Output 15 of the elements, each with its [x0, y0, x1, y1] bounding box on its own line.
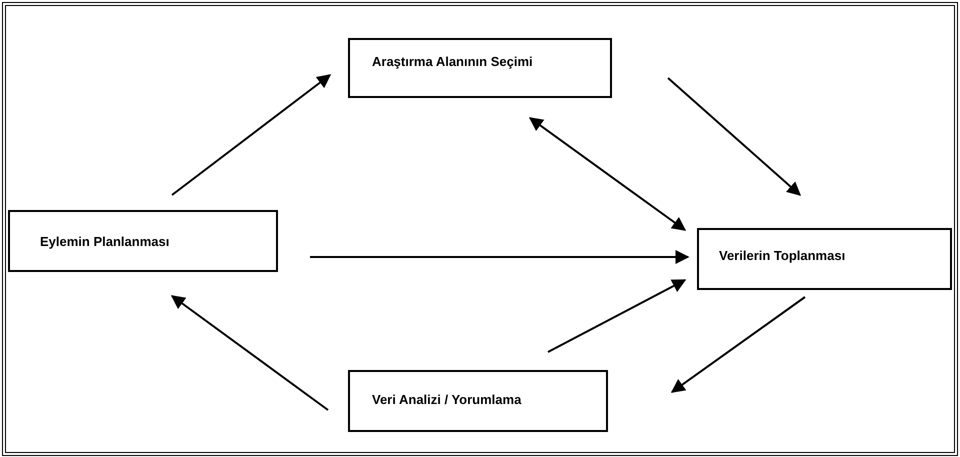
- process-box: [697, 228, 952, 290]
- arrow: [310, 250, 690, 264]
- arrow: [170, 295, 329, 411]
- process-box: [8, 210, 278, 272]
- process-box: [348, 370, 608, 432]
- arrow: [548, 279, 686, 353]
- box-label: Verilerin Toplanması: [719, 248, 846, 263]
- box-label: Eylemin Planlanması: [40, 234, 170, 249]
- arrow: [528, 117, 686, 231]
- box-label: Araştırma Alanının Seçimi: [372, 54, 533, 69]
- box-label: Veri Analizi / Yorumlama: [372, 392, 522, 407]
- arrow: [667, 77, 802, 196]
- arrow: [171, 74, 332, 196]
- arrow: [670, 296, 806, 393]
- process-box: [348, 38, 612, 98]
